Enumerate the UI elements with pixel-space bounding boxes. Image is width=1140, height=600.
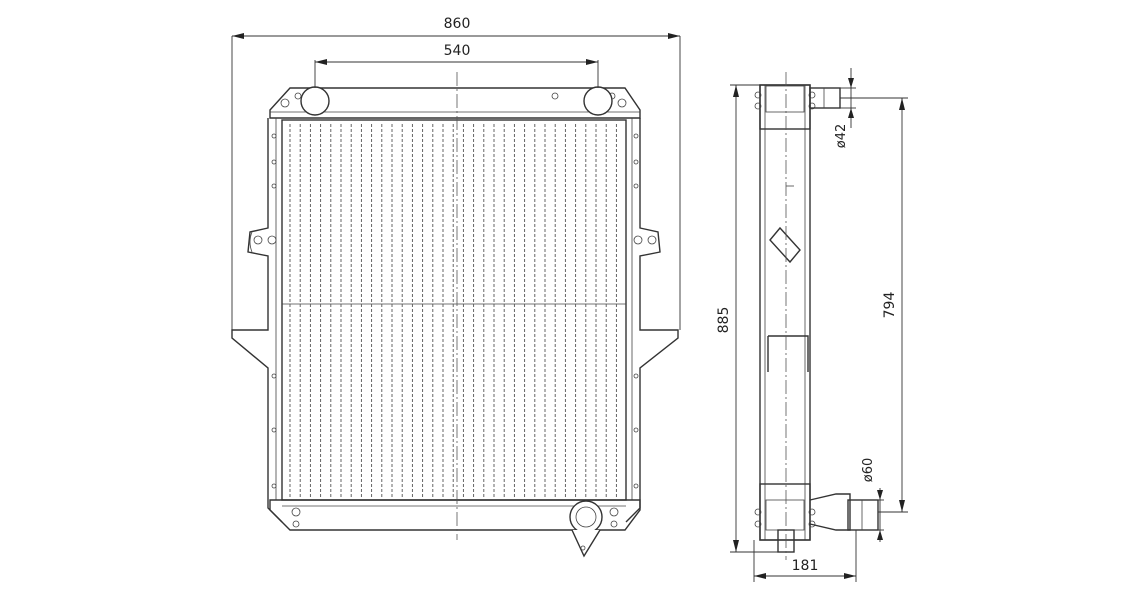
dimension-depth — [753, 530, 857, 582]
radiator-core — [281, 119, 627, 501]
label-inlet-spacing: 540 — [444, 43, 471, 59]
top-tank — [269, 87, 641, 119]
label-inlet-diameter: ø42 — [834, 124, 849, 149]
front-view: 860 540 — [231, 16, 681, 558]
side-view: 885 794 ø42 ø60 — [716, 68, 908, 582]
dimension-overall-width — [231, 33, 681, 330]
bottom-tank — [269, 499, 641, 558]
dimension-inlet-diameter — [840, 68, 856, 128]
label-depth: 181 — [792, 558, 819, 574]
side-frames — [231, 118, 679, 523]
side-outlet-pipe — [809, 493, 879, 531]
dimension-inlet-spacing — [314, 59, 599, 88]
label-overall-width: 860 — [444, 16, 471, 32]
dimension-overall-height — [730, 84, 778, 553]
label-core-height: 794 — [882, 292, 898, 319]
label-overall-height: 885 — [716, 307, 732, 334]
label-outlet-diameter: ø60 — [861, 458, 876, 483]
side-body — [754, 84, 816, 553]
inlet-pipes — [300, 86, 613, 116]
core-fins — [289, 124, 617, 498]
dimension-outlet-diameter — [877, 488, 884, 542]
